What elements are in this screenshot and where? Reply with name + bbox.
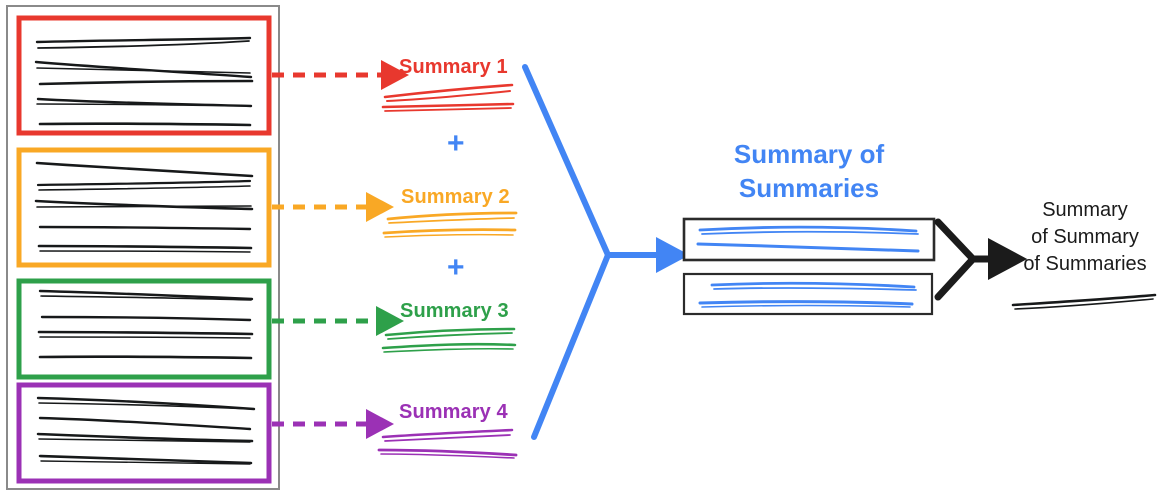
summary-label-4: Summary 4 <box>399 401 508 423</box>
source-panel-outer-box <box>6 5 280 490</box>
final-output-line-2: of Summary <box>1031 226 1139 248</box>
merge-arrow-lower-branch <box>934 256 976 301</box>
source-group-scribbles-2 <box>34 161 254 253</box>
summary-of-summaries-title-line-2: Summaries <box>738 172 880 203</box>
summary-of-summaries-scribbles-1 <box>696 225 920 253</box>
summary-of-summaries-box-2[interactable] <box>682 272 934 316</box>
summary-scribbles-3 <box>381 327 517 353</box>
summary-of-summaries-scribbles-2 <box>698 281 917 308</box>
source-group-scribbles-1 <box>34 36 254 127</box>
plus-operator-1: + <box>447 127 465 160</box>
summary-scribbles-4 <box>377 428 518 459</box>
funnel-top-branch <box>522 64 611 258</box>
final-output-line-3: of Summaries <box>1023 253 1147 275</box>
summary-of-summaries-title-line-1: Summary of <box>733 139 885 169</box>
summary-scribbles-2 <box>382 211 518 238</box>
source-group-scribbles-4 <box>36 396 256 465</box>
source-group-scribbles-3 <box>37 289 254 360</box>
summary-label-3: Summary 3 <box>400 300 509 322</box>
final-output-line-1: Summary <box>1042 199 1128 221</box>
summary-of-summaries-title: Summary of Summaries <box>684 138 934 206</box>
funnel-bottom-branch <box>531 252 611 440</box>
merge-arrow-upper-branch <box>934 218 976 262</box>
summary-label-2: Summary 2 <box>401 186 510 208</box>
summary-label-1: Summary 1 <box>399 56 508 78</box>
plus-operator-2: + <box>447 251 465 284</box>
source-group-box-4[interactable] <box>16 382 272 484</box>
summary-of-summaries-box-1[interactable] <box>682 217 936 262</box>
summary-scribbles-1 <box>381 83 515 112</box>
final-output-scribble <box>1011 293 1157 310</box>
final-output-label: Summary of Summary of Summaries <box>1001 197 1169 278</box>
